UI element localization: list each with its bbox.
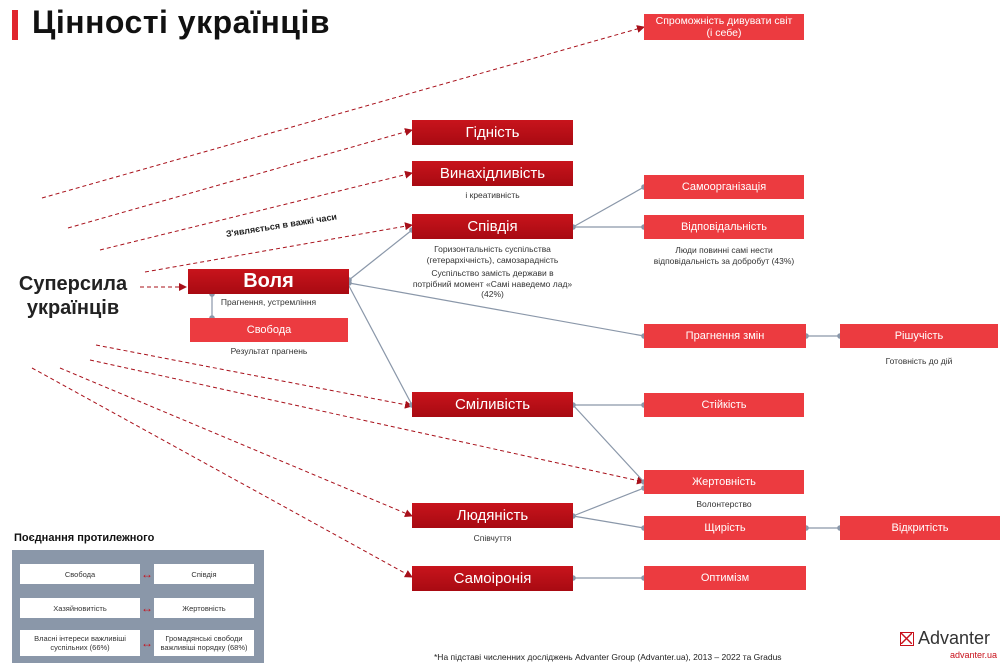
logo-url[interactable]: advanter.ua [950,650,998,660]
node-lyudyanist: Людяність [412,503,573,528]
node-spromozhnist: Спроможність дивувати світ (і себе) [644,14,804,40]
panel-right-3: Громадянські свободи важливіші порядку (… [154,630,254,656]
panel-right-2: Жертовність [154,598,254,618]
node-gidnist: Гідність [412,120,573,145]
node-optymizm: Оптимізм [644,566,806,590]
caption-vidpovidalnist: Люди повинні самі нести відповідальність… [653,245,795,266]
panel-title: Поєднання протилежного [14,532,155,544]
panel-left-2: Хазяйновитість [20,598,140,618]
node-vynakhidlyvist: Винахідливість [412,161,573,186]
caption-zhertovnist: Волонтерство [696,499,752,509]
panel-right-1: Співдія [154,564,254,584]
caption-svoboda: Результат прагнень [230,346,308,356]
super-label: Суперсила українців [18,273,128,319]
double-arrow-icon: ↔ [141,601,153,615]
caption-lyudyanist: Співчуття [473,533,512,543]
node-vidkrytist: Відкритість [840,516,1000,540]
title-accent-bar [12,10,18,40]
node-vidpovidalnist: Відповідальність [644,215,804,239]
node-spivdiya: Співдія [412,214,573,239]
double-arrow-icon: ↔ [141,636,153,650]
panel-left-1: Свобода [20,564,140,584]
node-zhertovnist: Жертовність [644,470,804,494]
page-title: Цінності українців [32,4,331,40]
advanter-logo: Advanter [900,628,990,649]
caption-spivdiya-1: Горизонтальність суспільства (гетерархіч… [426,244,559,265]
node-pragnennya-zmin: Прагнення змін [644,324,806,348]
node-shchyrist: Щирість [644,516,806,540]
node-samoironiya: Самоіронія [412,566,573,591]
node-rishuchist: Рішучість [840,324,998,348]
node-smilyvist: Сміливість [412,392,573,417]
node-vola: Воля [188,269,349,294]
logo-name: Advanter [918,628,991,648]
node-svoboda: Свобода [190,318,348,342]
double-arrow-icon: ↔ [141,567,153,581]
footnote: *На підставі численних досліджень Advant… [434,652,782,662]
panel-left-3: Власні інтереси важливіші суспільних (66… [20,630,140,656]
node-samoorganizatsiya: Самоорганізація [644,175,804,199]
caption-spivdiya-2: Суспільство замість держави в потрібний … [412,268,573,300]
opposites-panel: Свобода ↔ Співдія Хазяйновитість ↔ Жерто… [12,550,264,663]
caption-vola: Прагнення, устремління [220,297,317,307]
caption-vynakhidlyvist: і креативність [465,190,520,200]
node-stiykist: Стійкість [644,393,804,417]
logo-mark-icon [900,631,914,646]
dashed-arrows [31,25,645,578]
caption-rishuchist: Готовність до дій [885,356,953,366]
